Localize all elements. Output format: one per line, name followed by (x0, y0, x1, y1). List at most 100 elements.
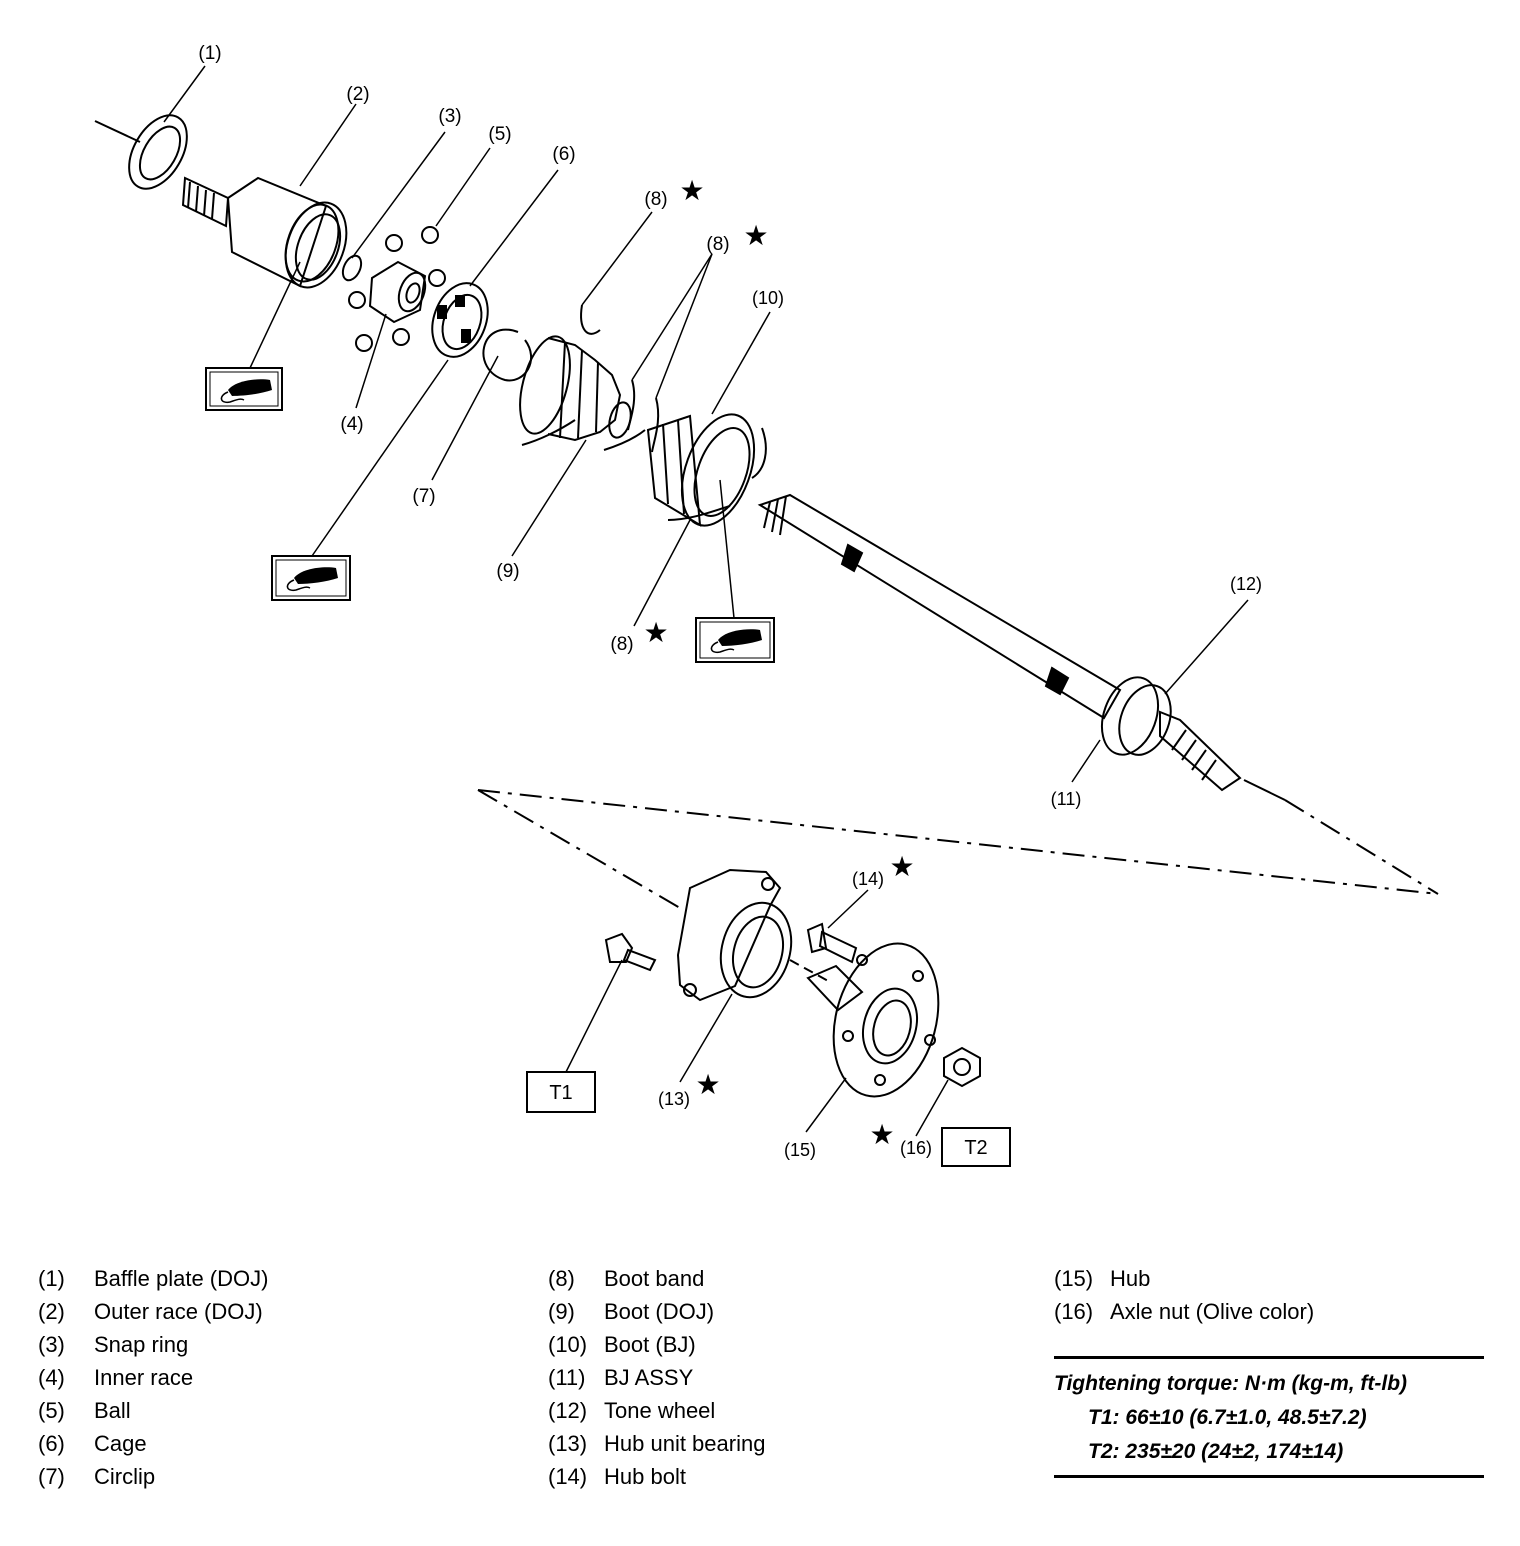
legend-name: Cage (94, 1431, 147, 1456)
callout-11: (11) (1051, 789, 1082, 809)
legend-number: (8) (548, 1266, 575, 1291)
callout-15: (15) (784, 1140, 816, 1160)
callout-9: (9) (496, 561, 519, 582)
legend-item: (13)Hub unit bearing (548, 1427, 765, 1460)
bearing-bolt-part (604, 932, 657, 972)
circlip-part (482, 328, 532, 382)
legend-number: (14) (548, 1464, 588, 1489)
legend-name: Hub (1110, 1266, 1151, 1291)
outer-race-part (181, 176, 348, 289)
callout-1: (1) (198, 43, 221, 64)
legend-name: Circlip (94, 1464, 156, 1489)
legend-item: (2) Outer race (DOJ) (38, 1295, 268, 1328)
legend-number: (16) (1054, 1299, 1094, 1324)
ball-parts (348, 226, 446, 352)
legend-number: (15) (1054, 1266, 1094, 1291)
legend-item: (1) Baffle plate (DOJ) (38, 1262, 268, 1295)
inner-race-part (368, 260, 427, 324)
leader-lines (163, 65, 1249, 1137)
legend-number: (9) (548, 1299, 575, 1324)
legend-column-1: (1) Baffle plate (DOJ) (2) Outer race (DOJ… (38, 1262, 268, 1493)
grease-tube-icon (271, 555, 351, 601)
divider (1054, 1356, 1484, 1359)
star-icon: ★ (889, 851, 914, 882)
callout-12: (12) (1230, 574, 1262, 594)
star-icon: ★ (695, 1069, 720, 1100)
callout-8b: (8) (706, 234, 729, 255)
torque-box-t1-label: T1 (549, 1082, 572, 1104)
snap-ring-part (341, 254, 363, 282)
legend-item: (10) Boot (BJ) (548, 1328, 765, 1361)
callout-2: (2) (346, 84, 369, 105)
legend-item: (8) Boot band (548, 1262, 765, 1295)
torque-box-t2: T2 (941, 1127, 1011, 1167)
hub-unit-bearing-part (676, 868, 831, 1002)
callout-8c: (8) (610, 634, 633, 655)
boot-bj-part (646, 397, 767, 527)
legend-item: (3) Snap ring (38, 1328, 268, 1361)
callout-8a: (8) (644, 189, 667, 210)
star-icon: ★ (643, 617, 668, 648)
legend-name: Ball (94, 1398, 131, 1423)
torque-box-t1: T1 (526, 1071, 596, 1113)
legend-number: (1) (38, 1266, 65, 1291)
torque-t2: T2: 235±20 (24±2, 174±14) (1088, 1440, 1344, 1463)
legend-item: (14) Hub bolt (548, 1460, 765, 1493)
legend-item: (15) Hub (1054, 1262, 1314, 1295)
replace-star-marks: ★ ★ ★ ★ ★ ★ (643, 175, 914, 1150)
legend-name: Tone wheel (604, 1398, 716, 1423)
legend-number: (4) (38, 1365, 65, 1390)
star-icon: ★ (679, 175, 704, 206)
legend-name: Outer race (DOJ) (94, 1299, 263, 1324)
legend-name: Axle nut (Olive color) (1110, 1299, 1315, 1324)
legend-name: Boot band (604, 1266, 705, 1291)
legend-name: Snap ring (94, 1332, 189, 1357)
boot-doj-part (519, 304, 646, 451)
torque-box-t2-label: T2 (964, 1137, 987, 1159)
legend-name: Inner race (94, 1365, 194, 1390)
legend-number: (10) (548, 1332, 588, 1357)
callout-7: (7) (412, 486, 435, 507)
callout-labels: (1) (2) (3) (5) (6) (4) (7) (8) (8) (10)… (198, 43, 1262, 1160)
legend-name: Boot (DOJ) (604, 1299, 715, 1324)
callout-3: (3) (438, 106, 461, 127)
legend-column-3: (15) Hub (16) Axle nut (Olive color) (1054, 1262, 1314, 1328)
legend-item: (5)Ball (38, 1394, 268, 1427)
star-icon: ★ (743, 220, 768, 251)
callout-14: (14) (852, 869, 884, 889)
legend-number: (13) (548, 1431, 588, 1456)
legend-item: (11)BJ ASSY (548, 1361, 765, 1394)
callout-6: (6) (552, 144, 575, 165)
divider (1054, 1475, 1484, 1478)
callout-13: (13) (658, 1089, 690, 1109)
legend-name: BJ ASSY (604, 1365, 694, 1390)
exploded-drive-shaft-diagram: T1 T2 (1) (2) (3) (5) (6) (4) (7) (8) (8… (94, 43, 1439, 1167)
legend-item: (6) Cage (38, 1427, 268, 1460)
hub-bolt-part (806, 922, 858, 964)
legend-item: (9) Boot (DOJ) (548, 1295, 765, 1328)
cage-part (431, 282, 489, 358)
callout-16: (16) (900, 1138, 932, 1158)
detail-callout-lines (477, 789, 1439, 909)
star-icon: ★ (869, 1119, 894, 1150)
legend-number: (3) (38, 1332, 65, 1357)
callout-10: (10) (752, 288, 784, 308)
torque-t1: T1: 66±10 (6.7±1.0, 48.5±7.2) (1088, 1406, 1367, 1429)
legend-number: (6) (38, 1431, 65, 1456)
callout-4: (4) (340, 414, 363, 435)
legend-name: Baffle plate (DOJ) (94, 1266, 269, 1291)
legend-name: Boot (BJ) (604, 1332, 696, 1357)
legend-item: (12)Tone wheel (548, 1394, 765, 1427)
legend-number: (2) (38, 1299, 65, 1324)
axle-shaft-part (757, 493, 1286, 801)
grease-tube-icon (205, 367, 283, 411)
legend-number: (7) (38, 1464, 65, 1489)
torque-title: Tightening torque: N·m (kg-m, ft-lb) (1054, 1372, 1408, 1395)
grease-tube-icon (695, 617, 775, 663)
hub-part (806, 942, 940, 1098)
callout-5: (5) (488, 124, 511, 145)
legend-name: Hub bolt (604, 1464, 686, 1489)
baffle-plate-part (94, 114, 188, 190)
legend-item: (4) Inner race (38, 1361, 268, 1394)
legend-item: (7) Circlip (38, 1460, 268, 1493)
